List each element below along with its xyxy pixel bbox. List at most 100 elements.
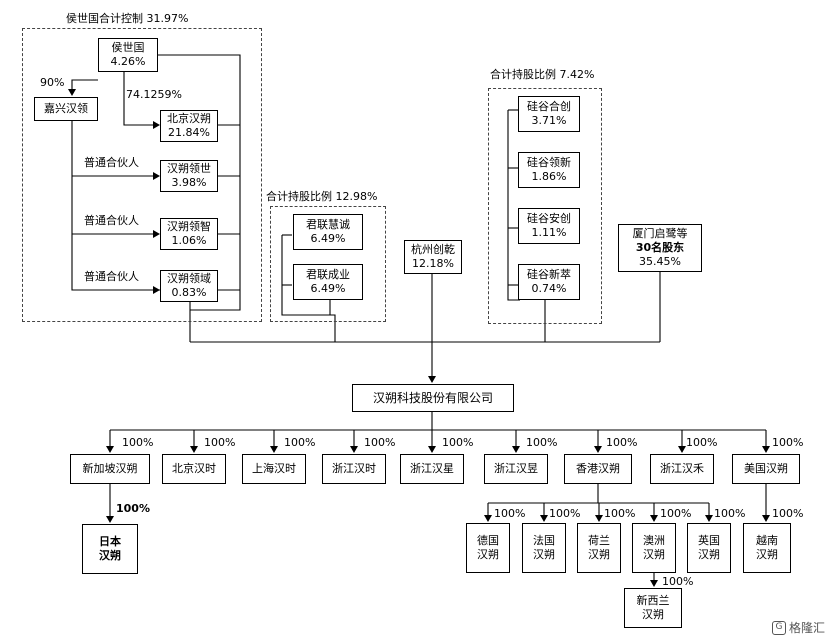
group-guigu [488, 88, 602, 324]
node-sub-singapore: 新加坡汉朔 [70, 454, 150, 484]
node-pct: 0.83% [171, 286, 207, 299]
watermark: G 格隆汇 [771, 619, 825, 636]
edge-label-hksub: 100% [549, 507, 581, 520]
group-guigu-label: 合计持股比例 7.42% [490, 68, 595, 81]
node-pct: 4.26% [110, 55, 146, 68]
node-name-2: 汉朔 [642, 608, 664, 621]
edge-label-gp-1: 普通合伙人 [84, 156, 139, 169]
node-name: 德国 [477, 534, 499, 547]
node-hanshuo-lingshi: 汉朔领世 3.98% [160, 160, 218, 192]
edge-label-sub: 100% [526, 436, 558, 449]
group-houshiguo-label: 侯世国合计控制 31.97% [66, 12, 189, 25]
edge-label-hksub: 100% [660, 507, 692, 520]
node-name-2: 汉朔 [477, 548, 499, 561]
node-australia: 澳洲 汉朔 [632, 523, 676, 573]
node-junlian-chengye: 君联成业 6.49% [293, 264, 363, 300]
node-name: 硅谷安创 [527, 212, 571, 225]
edge-label-sub: 100% [122, 436, 154, 449]
node-hangzhou: 杭州创乾 12.18% [404, 240, 462, 274]
node-name-2: 汉朔 [99, 549, 121, 562]
node-sub-zhejiang-hanxing: 浙江汉星 [400, 454, 464, 484]
node-houshiguo: 侯世国 4.26% [98, 38, 158, 72]
node-name: 汉朔领世 [167, 162, 211, 175]
node-jiaxing: 嘉兴汉领 [34, 97, 98, 121]
edge-label-beijing: 74.1259% [126, 88, 182, 101]
node-pct: 3.98% [171, 176, 207, 189]
watermark-text: 格隆汇 [788, 621, 825, 635]
node-name: 汉朔领域 [167, 272, 211, 285]
node-name: 英国 [698, 534, 720, 547]
node-name-2: 汉朔 [756, 548, 778, 561]
node-pct: 1.11% [531, 226, 567, 239]
node-name-2: 汉朔 [643, 548, 665, 561]
watermark-logo-icon: G [771, 620, 786, 635]
node-sub-beijing-hanshi: 北京汉时 [162, 454, 226, 484]
node-name: 嘉兴汉领 [44, 102, 88, 115]
edge-label-jiaxing: 90% [40, 76, 65, 89]
group-houshiguo [22, 28, 262, 322]
edge-hou-right-bus [157, 54, 241, 311]
node-name: 新西兰 [636, 594, 670, 607]
node-name: 日本 [99, 535, 121, 548]
edge-hou-to-beijing [123, 71, 160, 129]
node-name: 汉朔领智 [167, 220, 211, 233]
edge-hou-to-jiaxing [68, 79, 98, 96]
node-guigu-hechuang: 硅谷合创 3.71% [518, 96, 580, 132]
node-name: 法国 [533, 534, 555, 547]
node-pct: 6.49% [310, 232, 346, 245]
node-sub-hongkong: 香港汉朔 [564, 454, 632, 484]
node-pct: 35.45% [639, 255, 681, 268]
node-name: 硅谷新萃 [527, 268, 571, 281]
node-name: 美国汉朔 [744, 462, 788, 475]
node-company: 汉朔科技股份有限公司 [352, 384, 514, 412]
edge-label-sub: 100% [606, 436, 638, 449]
edge-label-sub: 100% [686, 436, 718, 449]
edge-label-japan: 100% [116, 502, 150, 515]
node-hanshuo-lingzhi: 汉朔领智 1.06% [160, 218, 218, 250]
node-guigu-xincui: 硅谷新萃 0.74% [518, 264, 580, 300]
node-newzealand: 新西兰 汉朔 [624, 588, 682, 628]
node-pct: 12.18% [412, 257, 454, 270]
node-pct: 1.86% [531, 170, 567, 183]
node-uk: 英国 汉朔 [687, 523, 731, 573]
edge-label-newzealand: 100% [662, 575, 694, 588]
node-guigu-lingxin: 硅谷领新 1.86% [518, 152, 580, 188]
edge-label-gp-2: 普通合伙人 [84, 214, 139, 227]
node-pct: 21.84% [168, 126, 210, 139]
node-sub-zhejiang-hanhe: 浙江汉禾 [650, 454, 714, 484]
node-name-2: 汉朔 [533, 548, 555, 561]
node-name: 澳洲 [643, 534, 665, 547]
node-name: 上海汉时 [252, 462, 296, 475]
node-name: 荷兰 [588, 534, 610, 547]
group-junlian-label: 合计持股比例 12.98% [266, 190, 378, 203]
node-name: 北京汉朔 [167, 112, 211, 125]
node-vietnam: 越南 汉朔 [743, 523, 791, 573]
node-name: 越南 [756, 534, 778, 547]
node-name: 浙江汉时 [332, 462, 376, 475]
node-pct: 0.74% [531, 282, 567, 295]
node-name: 杭州创乾 [411, 243, 455, 256]
node-name: 硅谷合创 [527, 100, 571, 113]
node-name: 浙江汉禾 [660, 462, 704, 475]
node-name: 厦门启鹭等 [632, 227, 688, 240]
edge-label-hksub: 100% [604, 507, 636, 520]
node-name: 侯世国 [111, 41, 145, 54]
edge-label-sub: 100% [284, 436, 316, 449]
group-junlian [270, 206, 386, 322]
node-name: 香港汉朔 [576, 462, 620, 475]
node-name: 君联慧诚 [306, 218, 350, 231]
node-hanshuo-lingyu: 汉朔领域 0.83% [160, 270, 218, 302]
node-guigu-anchuang: 硅谷安创 1.11% [518, 208, 580, 244]
edge-label-hksub: 100% [494, 507, 526, 520]
edge-label-hksub: 100% [714, 507, 746, 520]
node-name: 汉朔科技股份有限公司 [372, 391, 493, 405]
edge-label-sub: 100% [442, 436, 474, 449]
node-xiamen: 厦门启鹭等 30名股东 35.45% [618, 224, 702, 272]
node-netherlands: 荷兰 汉朔 [577, 523, 621, 573]
node-france: 法国 汉朔 [522, 523, 566, 573]
node-germany: 德国 汉朔 [466, 523, 510, 573]
node-name-2: 30名股东 [635, 241, 685, 254]
edge-label-vietnam: 100% [772, 507, 804, 520]
